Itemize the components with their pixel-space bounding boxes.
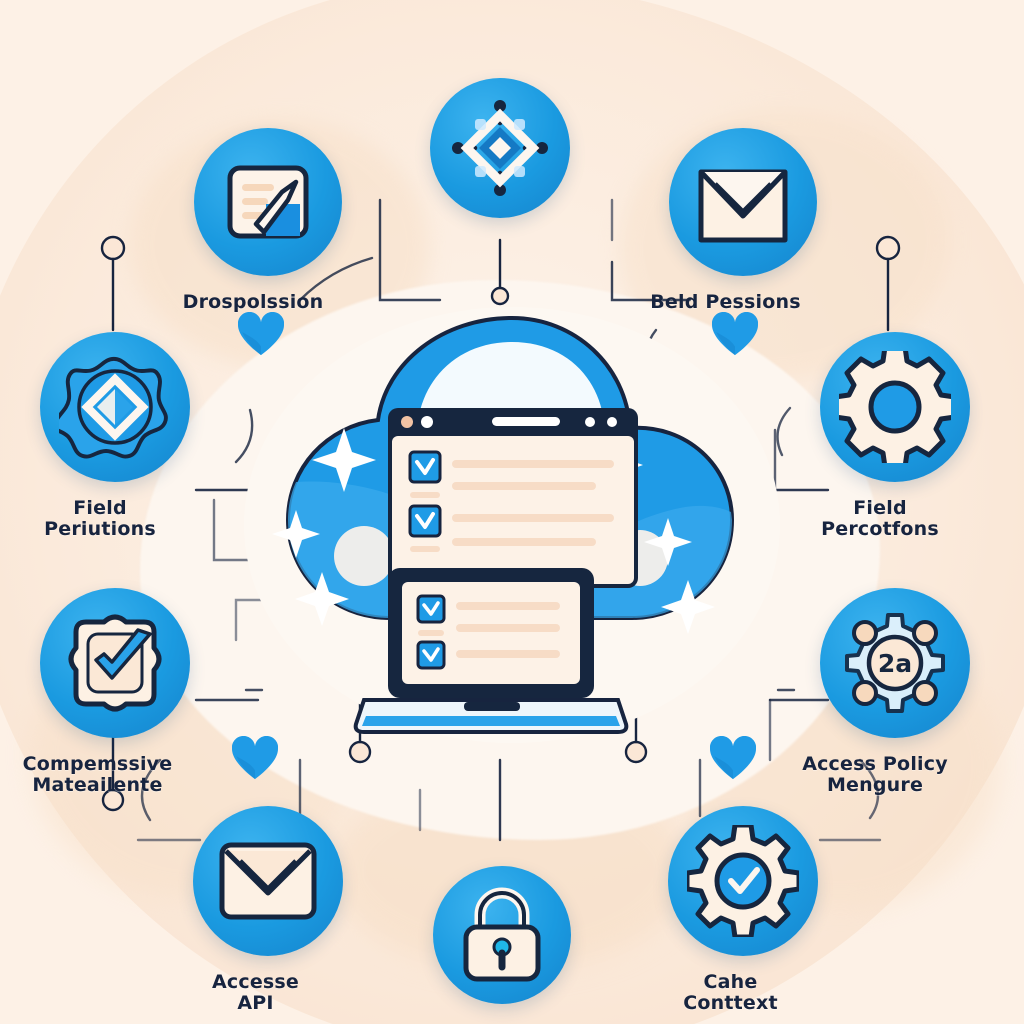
node-document-edit[interactable]: Drospolssion bbox=[183, 128, 343, 313]
heart-icon bbox=[712, 312, 758, 356]
badge-diamond-icon bbox=[59, 356, 168, 459]
envelope-icon bbox=[698, 169, 788, 243]
lock-badge[interactable] bbox=[433, 866, 571, 1004]
node-mail-top[interactable]: Beld Pessions bbox=[650, 128, 818, 313]
node-label: Drospolssion bbox=[182, 291, 324, 313]
heart-icon bbox=[238, 312, 284, 356]
envelope-icon bbox=[219, 842, 317, 920]
node-network-hub[interactable] bbox=[430, 78, 570, 234]
gear-check-icon bbox=[687, 825, 799, 937]
node-label: Cahe Conttext bbox=[683, 971, 778, 1015]
network-diamond-icon bbox=[452, 100, 548, 196]
node-label: Compemssive Mateailente bbox=[22, 753, 173, 797]
gear-icon bbox=[839, 351, 951, 463]
padlock-icon bbox=[463, 887, 541, 982]
cloud-security-illustration bbox=[240, 300, 785, 750]
node-label: Accesse API bbox=[211, 971, 300, 1015]
document-edit-icon bbox=[227, 165, 309, 239]
node-label: Field Percotfons bbox=[821, 497, 939, 541]
mail-bottom-badge[interactable] bbox=[193, 806, 343, 956]
policy-hub-badge-text: 2a bbox=[878, 649, 912, 678]
node-policy-network[interactable]: 2a Access Policy Mengure bbox=[802, 588, 970, 797]
checkbox-row bbox=[408, 450, 614, 498]
gear-right-badge[interactable] bbox=[820, 332, 970, 482]
network-hub-badge[interactable] bbox=[430, 78, 570, 218]
check-square-icon bbox=[68, 614, 162, 712]
browser-window bbox=[388, 408, 638, 588]
badge-seal-badge[interactable] bbox=[40, 332, 190, 482]
checkbox-row bbox=[416, 594, 560, 636]
node-badge-seal[interactable]: Field Periutions bbox=[40, 332, 190, 541]
mail-top-badge[interactable] bbox=[669, 128, 817, 276]
laptop bbox=[353, 568, 629, 734]
policy-network-badge[interactable]: 2a bbox=[820, 588, 970, 738]
node-gear-check[interactable]: Cahe Conttext bbox=[668, 806, 818, 1015]
connector-dot bbox=[100, 235, 126, 261]
node-check-square[interactable]: Compemssive Mateailente bbox=[23, 588, 190, 797]
node-gear-right[interactable]: Field Percotfons bbox=[820, 332, 970, 541]
node-label: Access Policy Mengure bbox=[802, 753, 948, 797]
node-label: Beld Pessions bbox=[650, 291, 801, 313]
heart-icon bbox=[710, 736, 756, 780]
gear-check-badge[interactable] bbox=[668, 806, 818, 956]
checkbox-row bbox=[416, 640, 560, 670]
node-label: Field Periutions bbox=[44, 497, 156, 541]
node-lock-bottom[interactable] bbox=[432, 866, 572, 1020]
heart-icon bbox=[232, 736, 278, 780]
connector-dot bbox=[490, 286, 510, 306]
check-square-badge[interactable] bbox=[40, 588, 190, 738]
connector-dot bbox=[875, 235, 901, 261]
checkbox-row bbox=[408, 504, 614, 552]
node-mail-bottom[interactable]: Accesse API bbox=[193, 806, 343, 1015]
document-edit-badge[interactable] bbox=[194, 128, 342, 276]
policy-hub-icon: 2a bbox=[845, 613, 945, 713]
